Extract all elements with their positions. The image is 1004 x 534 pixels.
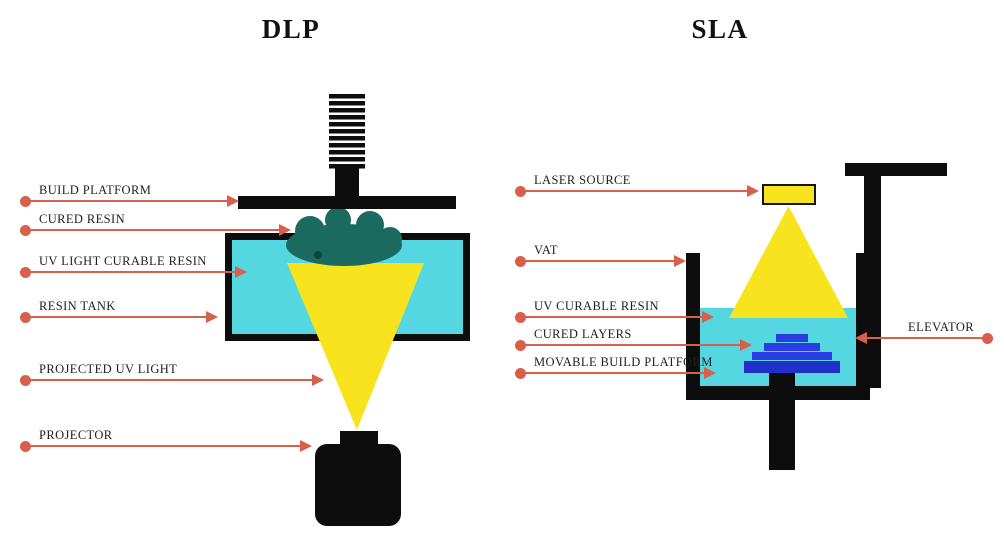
sla-platform-stem bbox=[769, 373, 795, 470]
callout-label: CURED LAYERS bbox=[534, 327, 632, 341]
dlp-title: DLP bbox=[261, 14, 321, 44]
bullet-dot bbox=[515, 185, 526, 197]
sla-laser-source bbox=[762, 184, 816, 205]
arrow-right-icon bbox=[312, 374, 324, 386]
callout-label: VAT bbox=[534, 243, 558, 257]
bullet-dot bbox=[20, 195, 31, 207]
dlp-threaded-rod bbox=[329, 94, 365, 170]
bullet-dot bbox=[20, 266, 31, 278]
dlp-cured-resin-blob bbox=[286, 207, 402, 266]
sla-cured-layer-middle bbox=[764, 343, 820, 351]
arrow-right-icon bbox=[740, 339, 752, 351]
bullet-dot bbox=[515, 367, 526, 379]
sla-build-platform bbox=[744, 361, 840, 373]
dlp-rod-stem bbox=[335, 168, 359, 198]
callout-projected-uv-light: PROJECTED UV LIGHT bbox=[20, 362, 324, 386]
arrow-right-icon bbox=[674, 255, 686, 267]
dlp-uv-beam bbox=[287, 263, 424, 430]
callout-cured-resin: CURED RESIN bbox=[20, 212, 291, 236]
callout-label: BUILD PLATFORM bbox=[39, 183, 152, 197]
callout-label: RESIN TANK bbox=[39, 299, 116, 313]
callout-label: CURED RESIN bbox=[39, 212, 126, 226]
callout-movable-build-platform: MOVABLE BUILD PLATFORM bbox=[515, 355, 716, 379]
bullet-dot bbox=[515, 255, 526, 267]
sla-cured-layer-bottom bbox=[752, 352, 832, 360]
bullet-dot bbox=[20, 311, 31, 323]
arrow-right-icon bbox=[702, 311, 714, 323]
dlp-projector-body bbox=[315, 444, 401, 526]
dlp-build-platform bbox=[238, 196, 456, 209]
sla-laser-beam bbox=[729, 206, 848, 318]
callout-resin-tank: RESIN TANK bbox=[20, 299, 218, 323]
callout-label: PROJECTED UV LIGHT bbox=[39, 362, 178, 376]
callout-label: ELEVATOR bbox=[908, 320, 974, 334]
sla-title: SLA bbox=[691, 14, 749, 44]
arrow-right-icon bbox=[704, 367, 716, 379]
bullet-dot bbox=[20, 374, 31, 386]
callout-vat: VAT bbox=[515, 243, 686, 267]
arrow-right-icon bbox=[227, 195, 239, 207]
arrow-right-icon bbox=[300, 440, 312, 452]
bullet-dot bbox=[515, 311, 526, 323]
arrow-right-icon bbox=[235, 266, 247, 278]
sla-vat-right-wall bbox=[856, 253, 870, 400]
arrow-right-icon bbox=[206, 311, 218, 323]
sla-elevator-arm bbox=[845, 163, 947, 176]
callout-uv-light-curable-resin: UV LIGHT CURABLE RESIN bbox=[20, 254, 247, 278]
bullet-dot bbox=[515, 339, 526, 351]
callout-label: LASER SOURCE bbox=[534, 173, 631, 187]
sla-cured-layer-top bbox=[776, 334, 808, 342]
callout-elevator: ELEVATOR bbox=[855, 320, 993, 344]
bullet-dot bbox=[20, 224, 31, 236]
sla-vat-left-wall bbox=[686, 253, 700, 400]
callout-label: PROJECTOR bbox=[39, 428, 113, 442]
callout-label: UV CURABLE RESIN bbox=[534, 299, 659, 313]
dlp-projector-lens bbox=[340, 431, 378, 446]
callout-cured-layers: CURED LAYERS bbox=[515, 327, 752, 351]
arrow-left-icon bbox=[855, 332, 867, 344]
callout-projector: PROJECTOR bbox=[20, 428, 312, 452]
bullet-dot bbox=[982, 332, 993, 344]
callout-uv-curable-resin: UV CURABLE RESIN bbox=[515, 299, 714, 323]
arrow-right-icon bbox=[747, 185, 759, 197]
callout-label: UV LIGHT CURABLE RESIN bbox=[39, 254, 207, 268]
bullet-dot bbox=[20, 440, 31, 452]
callout-laser-source: LASER SOURCE bbox=[515, 173, 759, 197]
callout-build-platform: BUILD PLATFORM bbox=[20, 183, 239, 207]
callout-label: MOVABLE BUILD PLATFORM bbox=[534, 355, 713, 369]
arrow-right-icon bbox=[279, 224, 291, 236]
